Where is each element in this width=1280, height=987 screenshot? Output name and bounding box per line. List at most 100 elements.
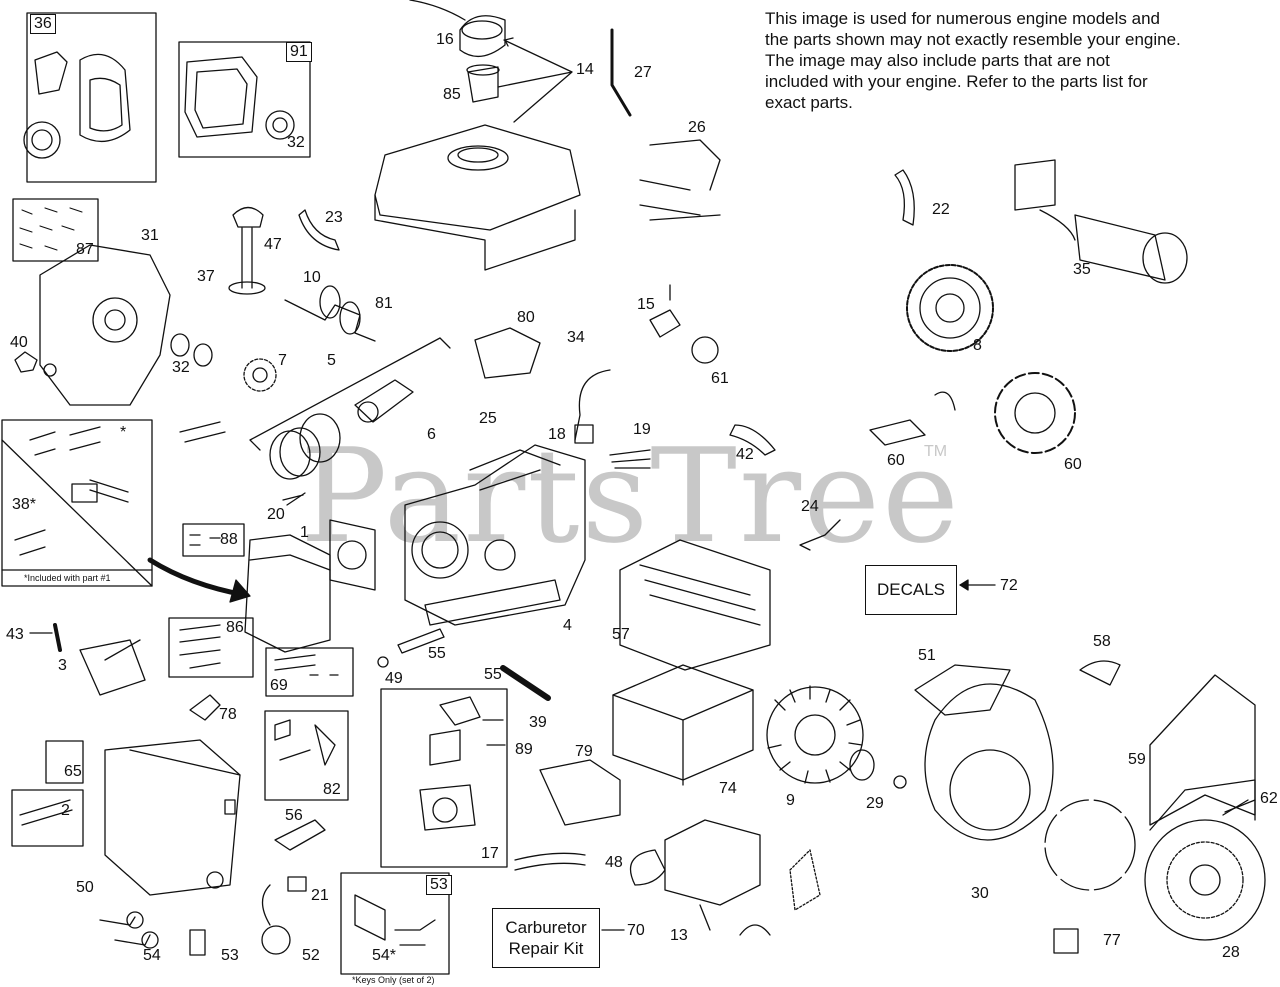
callout-30[interactable]: 30 (971, 885, 989, 902)
callout-3[interactable]: 3 (58, 657, 67, 674)
callout-1[interactable]: 1 (300, 524, 309, 541)
callout-21[interactable]: 21 (311, 887, 329, 904)
callout-14[interactable]: 14 (576, 61, 594, 78)
callout-87[interactable]: 87 (76, 241, 94, 258)
gasket-set-36 (23, 12, 157, 183)
callout-80[interactable]: 80 (517, 309, 535, 326)
callout-52[interactable]: 52 (302, 947, 320, 964)
crankshaft-10 (284, 299, 376, 342)
callout-42[interactable]: 42 (736, 446, 754, 463)
callout-56[interactable]: 56 (285, 807, 303, 824)
callout-58[interactable]: 58 (1093, 633, 1111, 650)
carb-kit-line1: Carburetor (505, 918, 587, 937)
callout-70[interactable]: 70 (627, 922, 645, 939)
callout-69[interactable]: 69 (270, 677, 288, 694)
carb-kit-line2: Repair Kit (508, 939, 584, 958)
carburetor-box-17 (380, 688, 508, 868)
watermark-tm: TM (924, 443, 948, 460)
callout-16[interactable]: 16 (436, 31, 454, 48)
note-line: This image is used for numerous engine m… (765, 9, 1160, 28)
callout-53[interactable]: 53 (221, 947, 239, 964)
callout-85[interactable]: 85 (443, 86, 461, 103)
callout-65[interactable]: 65 (64, 763, 82, 780)
callout-8[interactable]: 8 (973, 337, 982, 354)
callout-20[interactable]: 20 (267, 506, 285, 523)
callout-26[interactable]: 26 (688, 119, 706, 136)
callout-18[interactable]: 18 (548, 426, 566, 443)
callout-29[interactable]: 29 (866, 795, 884, 812)
engine-block-4 (404, 444, 586, 626)
callout-10[interactable]: 10 (303, 269, 321, 286)
callout-48[interactable]: 48 (605, 854, 623, 871)
callout-57[interactable]: 57 (612, 626, 630, 643)
callout-9[interactable]: 9 (786, 792, 795, 809)
cylinder-head-1 (244, 534, 331, 653)
callout-23[interactable]: 23 (325, 209, 343, 226)
callout-62[interactable]: 62 (1260, 790, 1278, 807)
callout-77[interactable]: 77 (1103, 932, 1121, 949)
callout-54[interactable]: 54 (143, 947, 161, 964)
callout-82[interactable]: 82 (323, 781, 341, 798)
callout-4[interactable]: 4 (563, 617, 572, 634)
starter-motor-35 (1014, 159, 1188, 284)
callout-59[interactable]: 59 (1128, 751, 1146, 768)
keys-note: *Keys Only (set of 2) (352, 975, 435, 985)
callout-32-box[interactable]: 32 (287, 134, 305, 151)
callout-50[interactable]: 50 (76, 879, 94, 896)
callout-51[interactable]: 51 (918, 647, 936, 664)
callout-17[interactable]: 17 (481, 845, 499, 862)
callout-32[interactable]: 32 (172, 359, 190, 376)
included-parts-box-38 (1, 419, 153, 587)
callout-28[interactable]: 28 (1222, 944, 1240, 961)
callout-60b[interactable]: 60 (1064, 456, 1082, 473)
callout-61[interactable]: 61 (711, 370, 729, 387)
fuel-valve-15 (649, 284, 681, 338)
box-number-36: 36 (30, 14, 56, 34)
callout-15[interactable]: 15 (637, 296, 655, 313)
callout-54-keys[interactable]: 54* (372, 947, 397, 964)
callout-81[interactable]: 81 (375, 295, 393, 312)
callout-79[interactable]: 79 (575, 743, 593, 760)
callout-24[interactable]: 24 (801, 498, 819, 515)
callout-55[interactable]: 55 (428, 645, 446, 662)
callout-31[interactable]: 31 (141, 227, 159, 244)
callout-78[interactable]: 78 (219, 706, 237, 723)
note-line: the parts shown may not exactly resemble… (765, 30, 1181, 49)
callout-13[interactable]: 13 (670, 927, 688, 944)
muffler-guard-57 (619, 539, 771, 671)
callout-7[interactable]: 7 (278, 352, 287, 369)
recoil-starter-28 (1144, 779, 1266, 941)
callout-27[interactable]: 27 (634, 64, 652, 81)
callout-6[interactable]: 6 (427, 426, 436, 443)
callout-74[interactable]: 74 (719, 780, 737, 797)
callout-49[interactable]: 49 (385, 670, 403, 687)
callout-47[interactable]: 47 (264, 236, 282, 253)
callout-89[interactable]: 89 (515, 741, 533, 758)
callout-35[interactable]: 35 (1073, 261, 1091, 278)
callout-19[interactable]: 19 (633, 421, 651, 438)
callout-60[interactable]: 60 (887, 452, 905, 469)
callout-72[interactable]: 72 (1000, 577, 1018, 594)
callout-37[interactable]: 37 (197, 268, 215, 285)
muffler-74 (612, 664, 754, 781)
box-number-91: 91 (286, 42, 312, 62)
gasket-set-91 (178, 41, 311, 158)
air-cleaner-13 (629, 819, 761, 931)
decals-link[interactable]: DECALS (865, 565, 957, 615)
callout-55b[interactable]: 55 (484, 666, 502, 683)
strainer-85 (467, 66, 499, 103)
note-line: included with your engine. Refer to the … (765, 72, 1148, 91)
callout-40[interactable]: 40 (10, 334, 28, 351)
callout-86[interactable]: 86 (226, 619, 244, 636)
callout-88[interactable]: 88 (220, 531, 238, 548)
callout-38[interactable]: 38* (12, 496, 37, 513)
callout-43[interactable]: 43 (6, 626, 24, 643)
callout-25[interactable]: 25 (479, 410, 497, 427)
callout-2[interactable]: 2 (61, 802, 70, 819)
callout-34[interactable]: 34 (567, 329, 585, 346)
callout-39[interactable]: 39 (529, 714, 547, 731)
callout-22[interactable]: 22 (932, 201, 950, 218)
callout-5[interactable]: 5 (327, 352, 336, 369)
carburetor-repair-kit-link[interactable]: Carburetor Repair Kit (492, 908, 600, 968)
